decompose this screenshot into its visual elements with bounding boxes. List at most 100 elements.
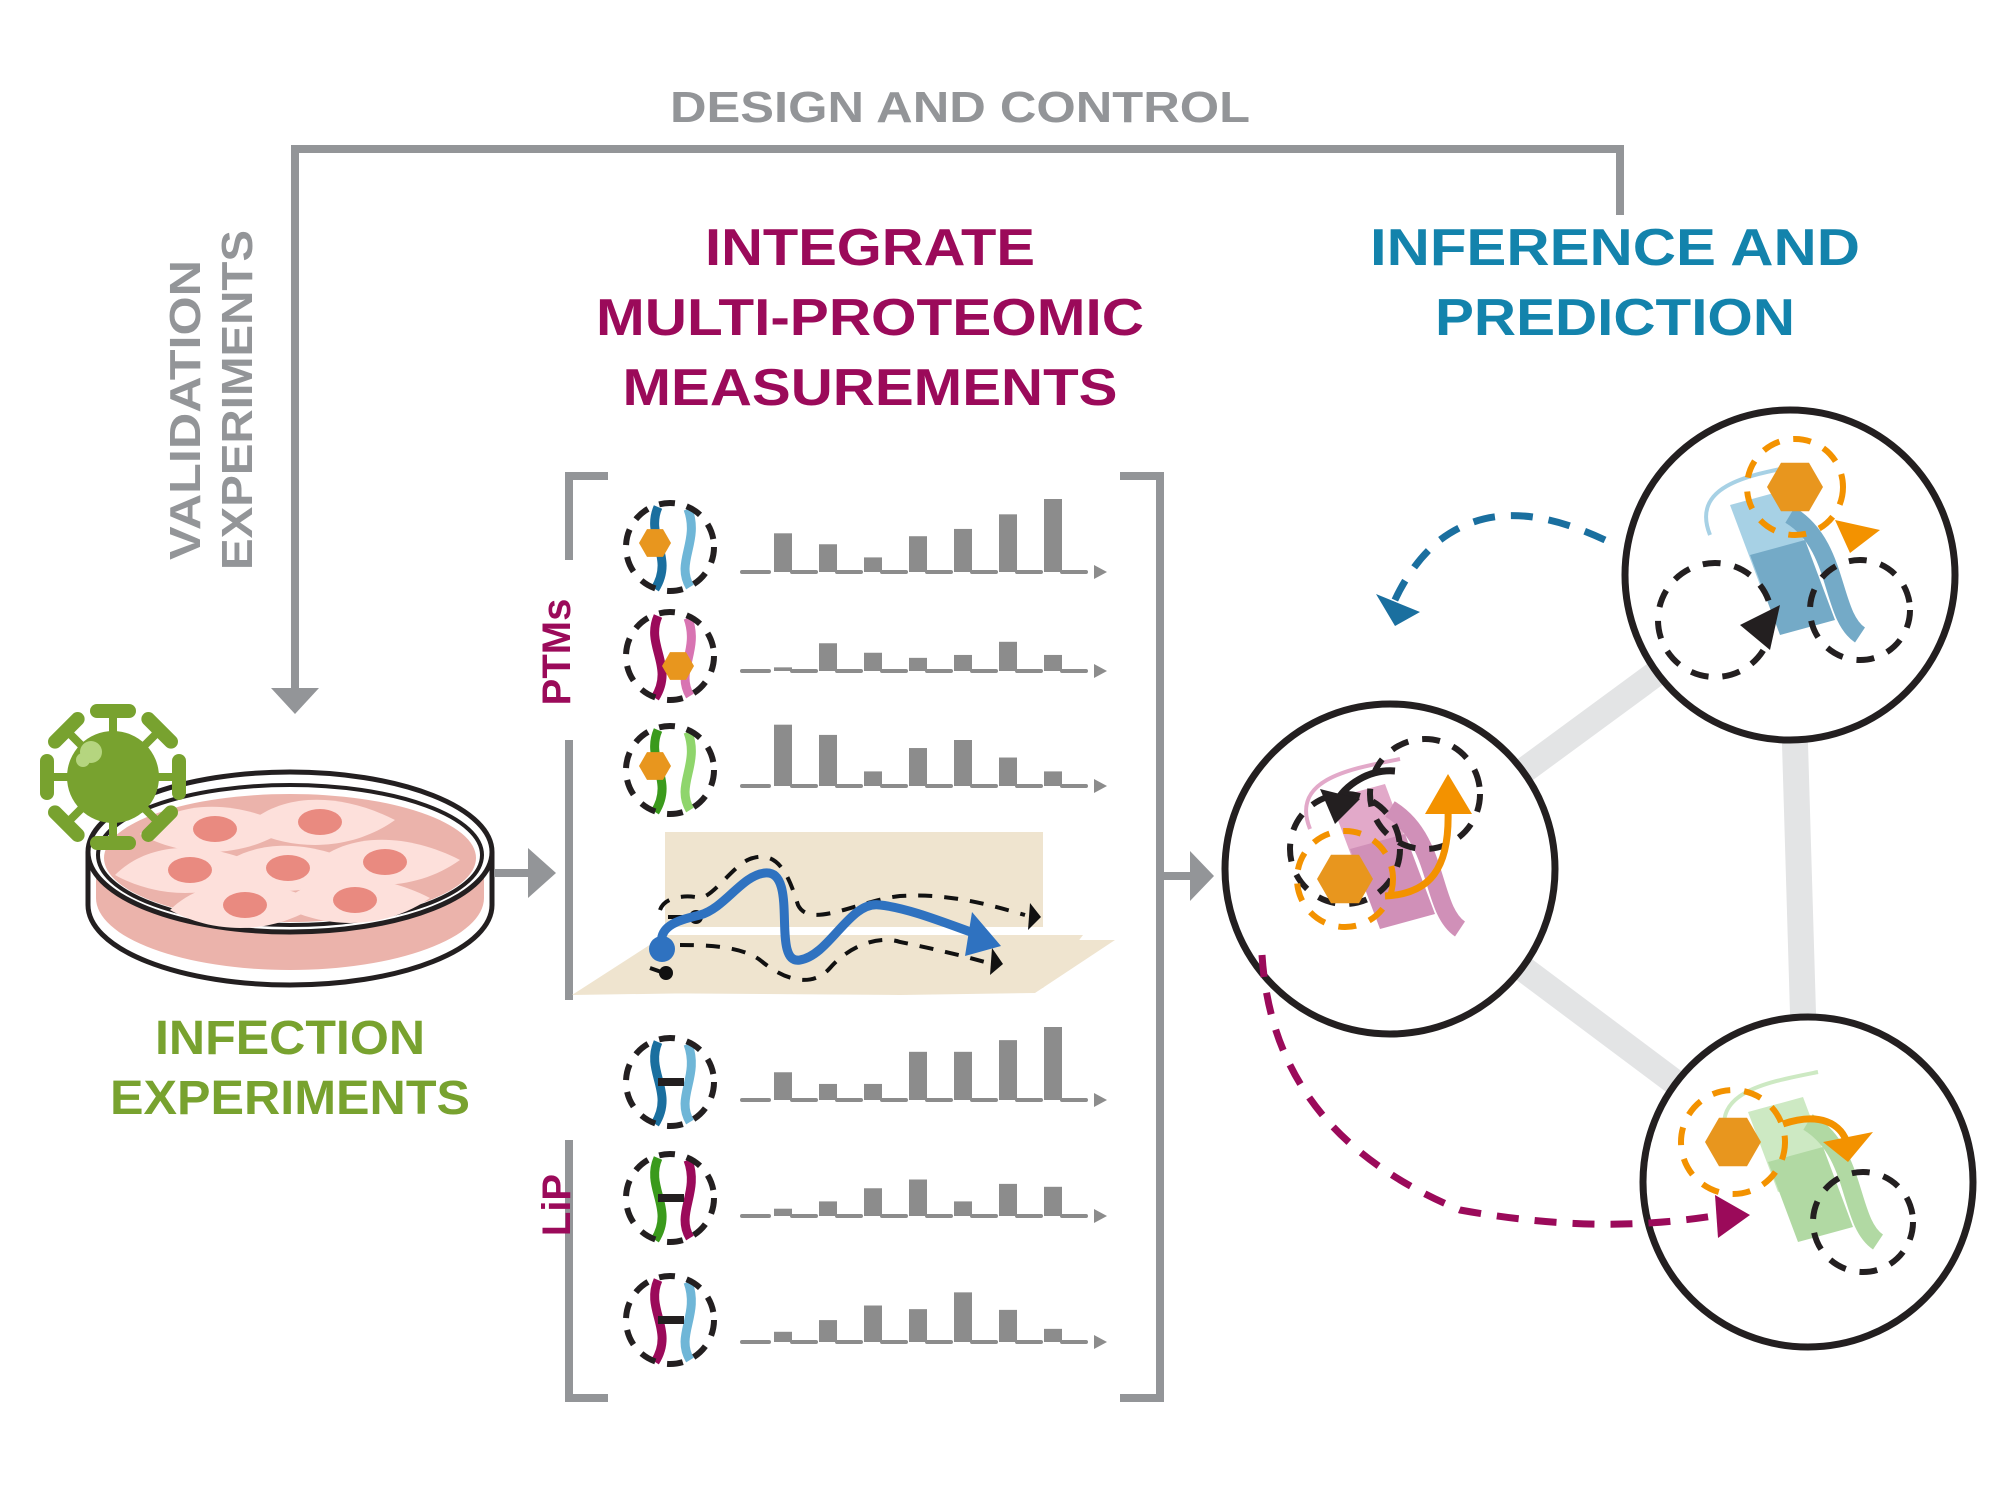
nucleus-icon: [266, 855, 310, 881]
strand-ribbon-icon: [1802, 1114, 1884, 1250]
bar-mark: [819, 544, 837, 572]
bar-mark: [774, 533, 792, 572]
bar-mark: [999, 514, 1017, 572]
folding-path: [657, 868, 990, 965]
design-control-loop: DESIGN AND CONTROL: [271, 83, 1624, 714]
ptm-site-hexagon-icon: [662, 652, 694, 680]
bar-mark: [774, 667, 792, 671]
folding-arrowhead-icon: [965, 912, 1001, 956]
bar-mark: [954, 1051, 972, 1100]
bar-mark: [819, 1201, 837, 1216]
allosteric-arrow: [1384, 808, 1452, 900]
nucleus-icon: [168, 857, 212, 883]
down-arrow-icon: [271, 688, 319, 714]
measurement-rows: [623, 499, 1107, 1367]
measurement-row: [623, 609, 1107, 703]
validation-label-line-2: EXPERIMENTS: [213, 230, 262, 570]
bar-mark: [954, 1292, 972, 1342]
protein-strand-icon: [680, 1280, 696, 1363]
nucleus-icon: [193, 816, 237, 842]
axis-arrow-icon: [1094, 565, 1107, 579]
virus-spike-cap: [48, 712, 85, 749]
helix-ribbon-icon: [1768, 1147, 1853, 1242]
bar-mark: [864, 1083, 882, 1100]
nucleus-icon: [223, 892, 267, 918]
arrowhead-icon: [1740, 605, 1780, 650]
binding-site-dashed-circle-icon: [623, 1151, 717, 1245]
bar-mark: [819, 643, 837, 671]
bar-mark: [774, 1331, 792, 1342]
virus-spike-cap: [141, 805, 178, 842]
bar-mark: [999, 1183, 1017, 1216]
arrowhead-icon: [1376, 594, 1420, 626]
strand-ribbon-icon: [1784, 507, 1866, 643]
feedback-line: [291, 145, 1624, 690]
integrate-title-line-1: INTEGRATE: [705, 219, 1035, 277]
virus-icon: [40, 704, 186, 850]
measurement-row: [623, 1027, 1107, 1129]
protein-strand-icon: [680, 1042, 696, 1125]
petri-dish-icon: [85, 769, 495, 988]
measurement-row: [623, 499, 1107, 594]
measure-to-network-arrow: [1160, 851, 1214, 901]
protein-strand-icon: [650, 614, 667, 701]
bar-mark: [1044, 771, 1062, 786]
lip-label: LiP: [535, 1174, 579, 1236]
inference-title-line-2: PREDICTION: [1435, 289, 1795, 347]
measurement-row: [623, 723, 1107, 817]
binding-site-dashed-circle-icon: [1810, 1169, 1916, 1275]
bar-mark: [819, 1083, 837, 1100]
dish-to-measure-arrow: [494, 848, 556, 898]
network-node-green-protein: [1639, 1013, 1977, 1351]
binding-site-dashed-circle-icon: [623, 1035, 717, 1129]
integrate-title-line-3: MEASUREMENTS: [623, 359, 1118, 417]
design-control-label: DESIGN AND CONTROL: [670, 83, 1250, 132]
energy-landscape: [572, 832, 1115, 995]
ptm-dashed-circle-icon: [1294, 828, 1396, 930]
ptm-site-hexagon-icon: [1317, 854, 1373, 904]
bar-mark: [999, 757, 1017, 786]
protein-strand-icon: [680, 730, 696, 813]
arrowhead-icon: [1320, 789, 1360, 824]
bar-mark: [1044, 1186, 1062, 1216]
bar-mark: [774, 1208, 792, 1216]
binding-site-dashed-circle-icon: [623, 723, 717, 817]
arrowhead-icon: [1835, 520, 1880, 553]
nucleus-icon: [363, 849, 407, 875]
axis-arrow-icon: [1094, 1093, 1107, 1107]
cells: [115, 799, 460, 928]
bar-mark: [774, 724, 792, 786]
bar-mark: [909, 1309, 927, 1342]
bar-mark: [954, 1201, 972, 1216]
validation-label: VALIDATION EXPERIMENTS: [161, 230, 262, 570]
binding-site-dashed-circle-icon: [1807, 557, 1913, 663]
bar-mark: [954, 654, 972, 671]
bar-mark: [999, 1309, 1017, 1342]
measurement-bracket: PTMs LiP: [535, 472, 1164, 1402]
measurement-row: [623, 1273, 1107, 1367]
bar-mark: [864, 557, 882, 572]
bar-mark: [774, 1072, 792, 1100]
dashed-path-lower: [679, 937, 986, 982]
axis-arrow-icon: [1094, 1335, 1107, 1349]
allosteric-network: [1221, 406, 1977, 1351]
ptm-site-hexagon-icon: [1767, 462, 1823, 512]
bar-mark: [1044, 654, 1062, 671]
nucleus-icon: [333, 887, 377, 913]
validation-label-line-1: VALIDATION: [161, 260, 210, 560]
bar-mark: [999, 641, 1017, 671]
ptm-site-hexagon-icon: [639, 529, 671, 557]
arrowhead-icon: [1425, 774, 1472, 814]
long-range-coupling-arrow-blue: [1386, 512, 1607, 614]
bar-mark: [909, 536, 927, 572]
bar-mark: [1044, 1027, 1062, 1100]
ptms-label: PTMs: [535, 599, 579, 706]
protein-strand-icon: [680, 507, 696, 590]
binding-site-dashed-circle-icon: [623, 500, 717, 594]
ptm-site-hexagon-icon: [1705, 1117, 1761, 1167]
arrowhead-icon: [1823, 1132, 1873, 1162]
arrowhead-icon: [1715, 1195, 1750, 1238]
ptm-dashed-circle-icon: [1678, 1087, 1788, 1197]
bar-mark: [999, 1040, 1017, 1100]
